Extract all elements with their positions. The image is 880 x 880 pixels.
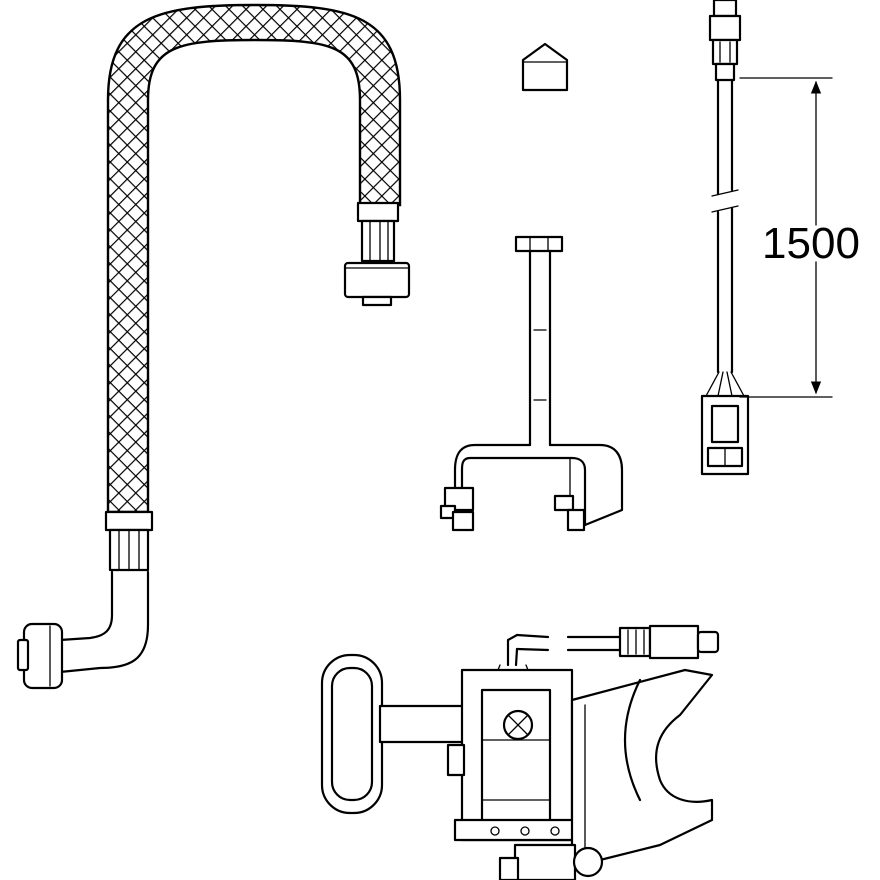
dimension-1500: 1500 xyxy=(739,77,860,398)
hose-top-nut xyxy=(343,201,411,307)
sensor-cable xyxy=(700,0,750,476)
valve-assembly xyxy=(320,624,720,880)
dimension-label: 1500 xyxy=(762,219,860,268)
braided-hose xyxy=(16,3,411,690)
hose-bottom-ferrule xyxy=(104,510,154,572)
cap xyxy=(521,42,569,92)
hose-end-fitting xyxy=(16,622,64,690)
mounting-bracket xyxy=(439,235,624,532)
